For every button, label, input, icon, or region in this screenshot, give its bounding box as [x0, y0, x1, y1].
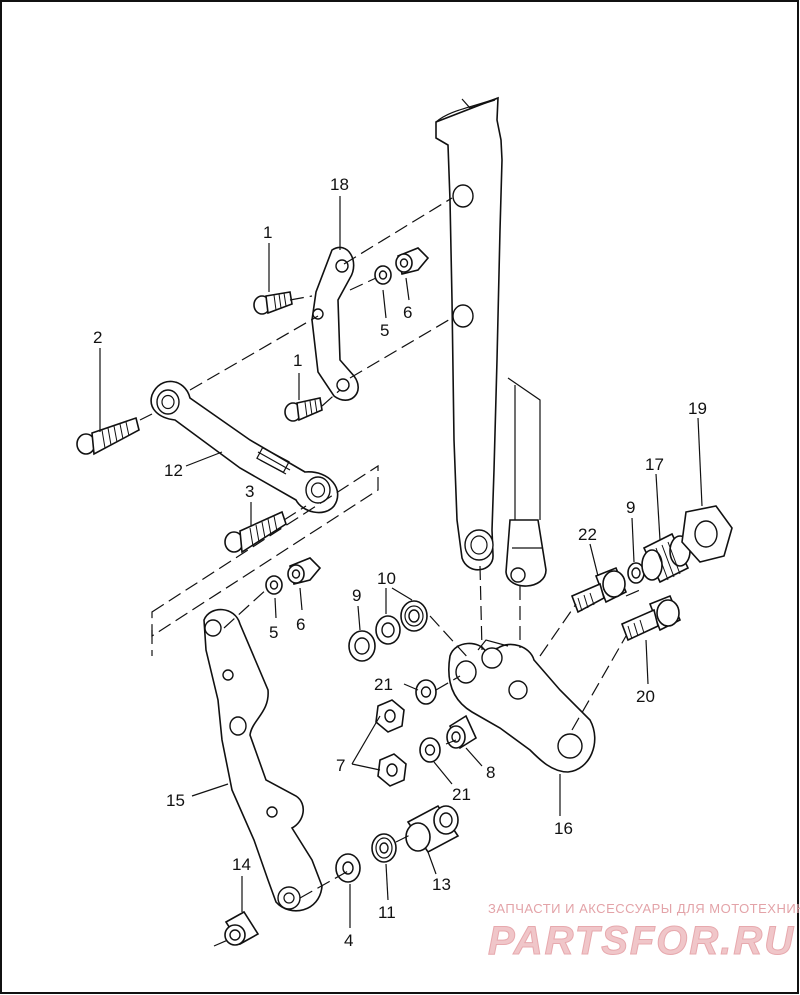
- watermark-tagline: ЗАПЧАСТИ И АКСЕССУАРЫ ДЛЯ МОТОТЕХНИКИ: [488, 901, 800, 916]
- callout-5-lower: 5: [269, 623, 278, 642]
- callout-7: 7: [336, 756, 345, 775]
- assembly-lines: [139, 197, 641, 947]
- bushing-14: [224, 910, 260, 946]
- callout-6-upper: 6: [403, 303, 412, 322]
- bushing-13: [405, 804, 460, 854]
- bolt-1-upper: [253, 291, 293, 315]
- callout-1-lower: 1: [293, 351, 302, 370]
- washer-4: [335, 853, 361, 883]
- callout-9-left: 9: [352, 586, 361, 605]
- callout-1-upper: 1: [263, 223, 272, 242]
- washer-5-upper: [374, 265, 392, 285]
- callout-9-right: 9: [626, 498, 635, 517]
- bushing-8: [446, 714, 478, 750]
- callout-14: 14: [232, 855, 251, 874]
- bolt-22: [570, 566, 628, 614]
- nut-7-upper: [375, 699, 405, 733]
- callout-17: 17: [645, 455, 664, 474]
- callout-6-lower: 6: [296, 615, 305, 634]
- watermark-brand: PARTSFOR.RU: [488, 919, 795, 963]
- callout-22: 22: [578, 525, 597, 544]
- link-arm-12: [150, 380, 339, 514]
- nut-19: [681, 505, 733, 563]
- washer-21-upper: [415, 679, 437, 705]
- bracket-16: [448, 639, 596, 773]
- callout-11: 11: [378, 903, 396, 922]
- bracket-18: [311, 246, 359, 401]
- bolt-3: [224, 510, 287, 554]
- sleeve-17: [641, 532, 691, 584]
- nut-6-lower: [287, 557, 322, 585]
- nut-7-lower: [377, 753, 407, 787]
- callout-18: 18: [330, 175, 349, 194]
- shock-rod: [505, 377, 547, 587]
- callout-19: 19: [688, 399, 707, 418]
- callout-5-upper: 5: [380, 321, 389, 340]
- callout-10: 10: [377, 569, 396, 588]
- lever-15: [203, 608, 323, 912]
- callout-21-lower: 21: [452, 785, 471, 804]
- frame-strut: [435, 96, 503, 571]
- bolt-2: [76, 416, 140, 456]
- watermark: ЗАПЧАСТИ И АКСЕССУАРЫ ДЛЯ МОТОТЕХНИКИ PA…: [488, 901, 800, 964]
- callout-12: 12: [164, 461, 183, 480]
- callout-2: 2: [93, 328, 102, 347]
- callouts: 1 1 2 3 4 5 5 6 6 7 8 9 9 10 11 12 13 14…: [93, 175, 707, 950]
- washer-5-lower: [265, 575, 283, 595]
- leader-lines: [99, 196, 703, 928]
- washer-9-left: [348, 630, 376, 662]
- callout-21-upper: 21: [374, 675, 393, 694]
- callout-13: 13: [432, 875, 451, 894]
- nut-6-upper: [395, 247, 430, 275]
- callout-15: 15: [166, 791, 185, 810]
- callout-16: 16: [554, 819, 573, 838]
- callout-8: 8: [486, 763, 495, 782]
- callout-4: 4: [344, 931, 353, 950]
- bolt-20: [620, 594, 682, 642]
- callout-20: 20: [636, 687, 655, 706]
- callout-3: 3: [245, 482, 254, 501]
- washer-10-pair: [375, 600, 428, 645]
- washer-9-right: [627, 562, 645, 584]
- washer-11: [371, 833, 397, 863]
- washer-21-lower: [419, 737, 441, 763]
- bolt-1-lower: [284, 397, 323, 422]
